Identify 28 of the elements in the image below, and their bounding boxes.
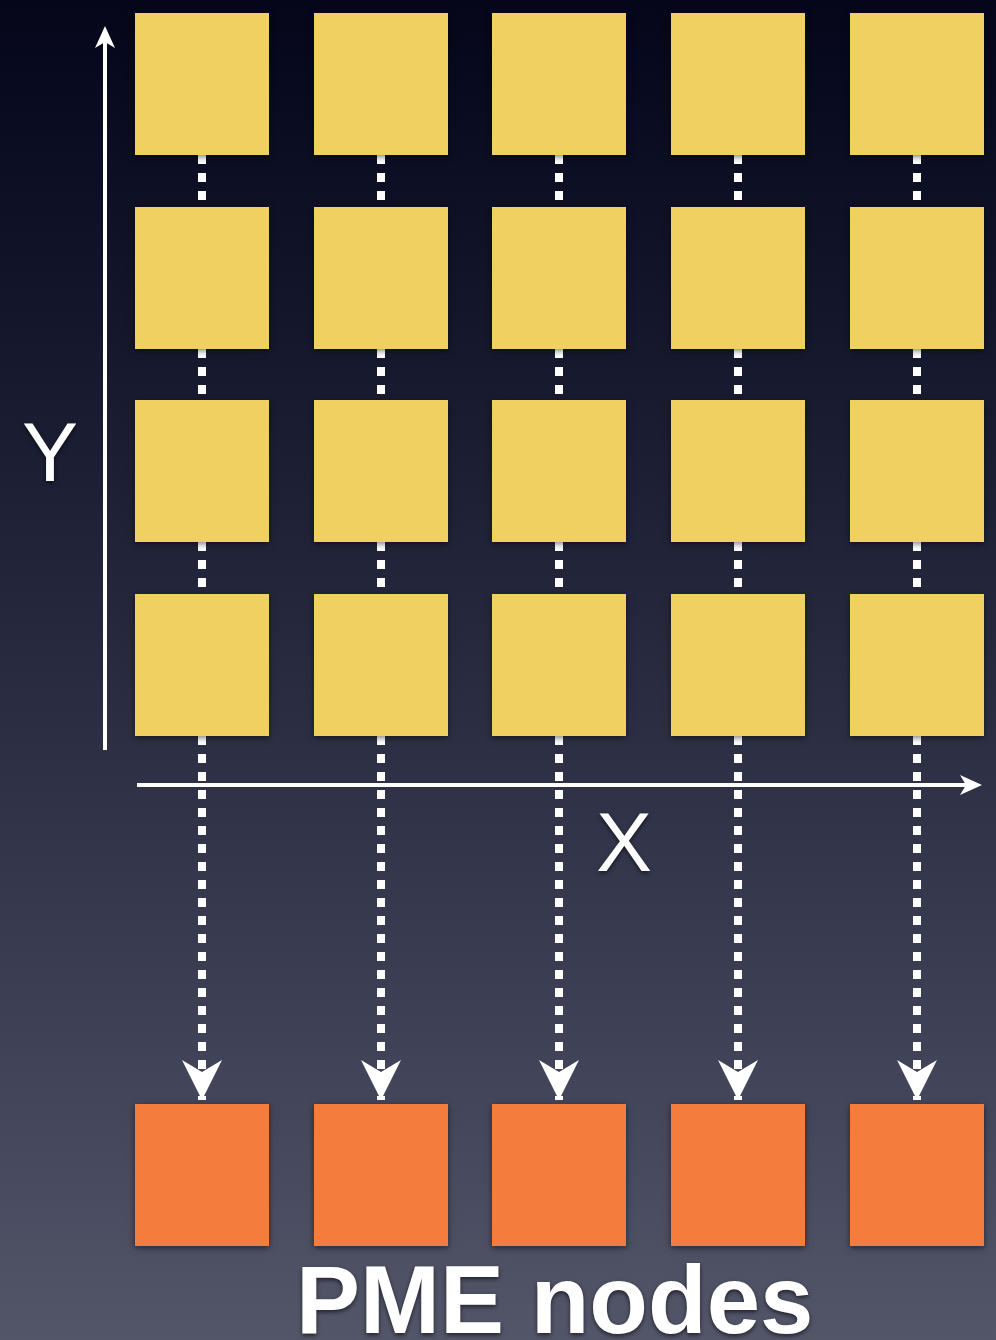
pme-node-box — [671, 1104, 805, 1246]
grid-box — [671, 13, 805, 155]
axis-label: Y — [22, 410, 79, 494]
grid-box — [135, 207, 269, 349]
grid-box — [671, 400, 805, 542]
grid-box — [492, 594, 626, 736]
pme-node-box — [492, 1104, 626, 1246]
pme-node-box — [850, 1104, 984, 1246]
grid-box — [314, 594, 448, 736]
pme-node-box — [135, 1104, 269, 1246]
grid-box — [314, 13, 448, 155]
axis-label: PME nodes — [296, 1252, 814, 1340]
grid-box — [850, 13, 984, 155]
axis-label: X — [596, 800, 653, 884]
grid-box — [671, 207, 805, 349]
grid-box — [492, 207, 626, 349]
grid-box — [850, 400, 984, 542]
grid-box — [850, 594, 984, 736]
grid-box — [135, 13, 269, 155]
grid-box — [850, 207, 984, 349]
grid-box — [492, 13, 626, 155]
grid-box — [314, 207, 448, 349]
grid-box — [314, 400, 448, 542]
grid-box — [135, 400, 269, 542]
grid-box — [135, 594, 269, 736]
pme-node-box — [314, 1104, 448, 1246]
grid-box — [671, 594, 805, 736]
grid-box — [492, 400, 626, 542]
